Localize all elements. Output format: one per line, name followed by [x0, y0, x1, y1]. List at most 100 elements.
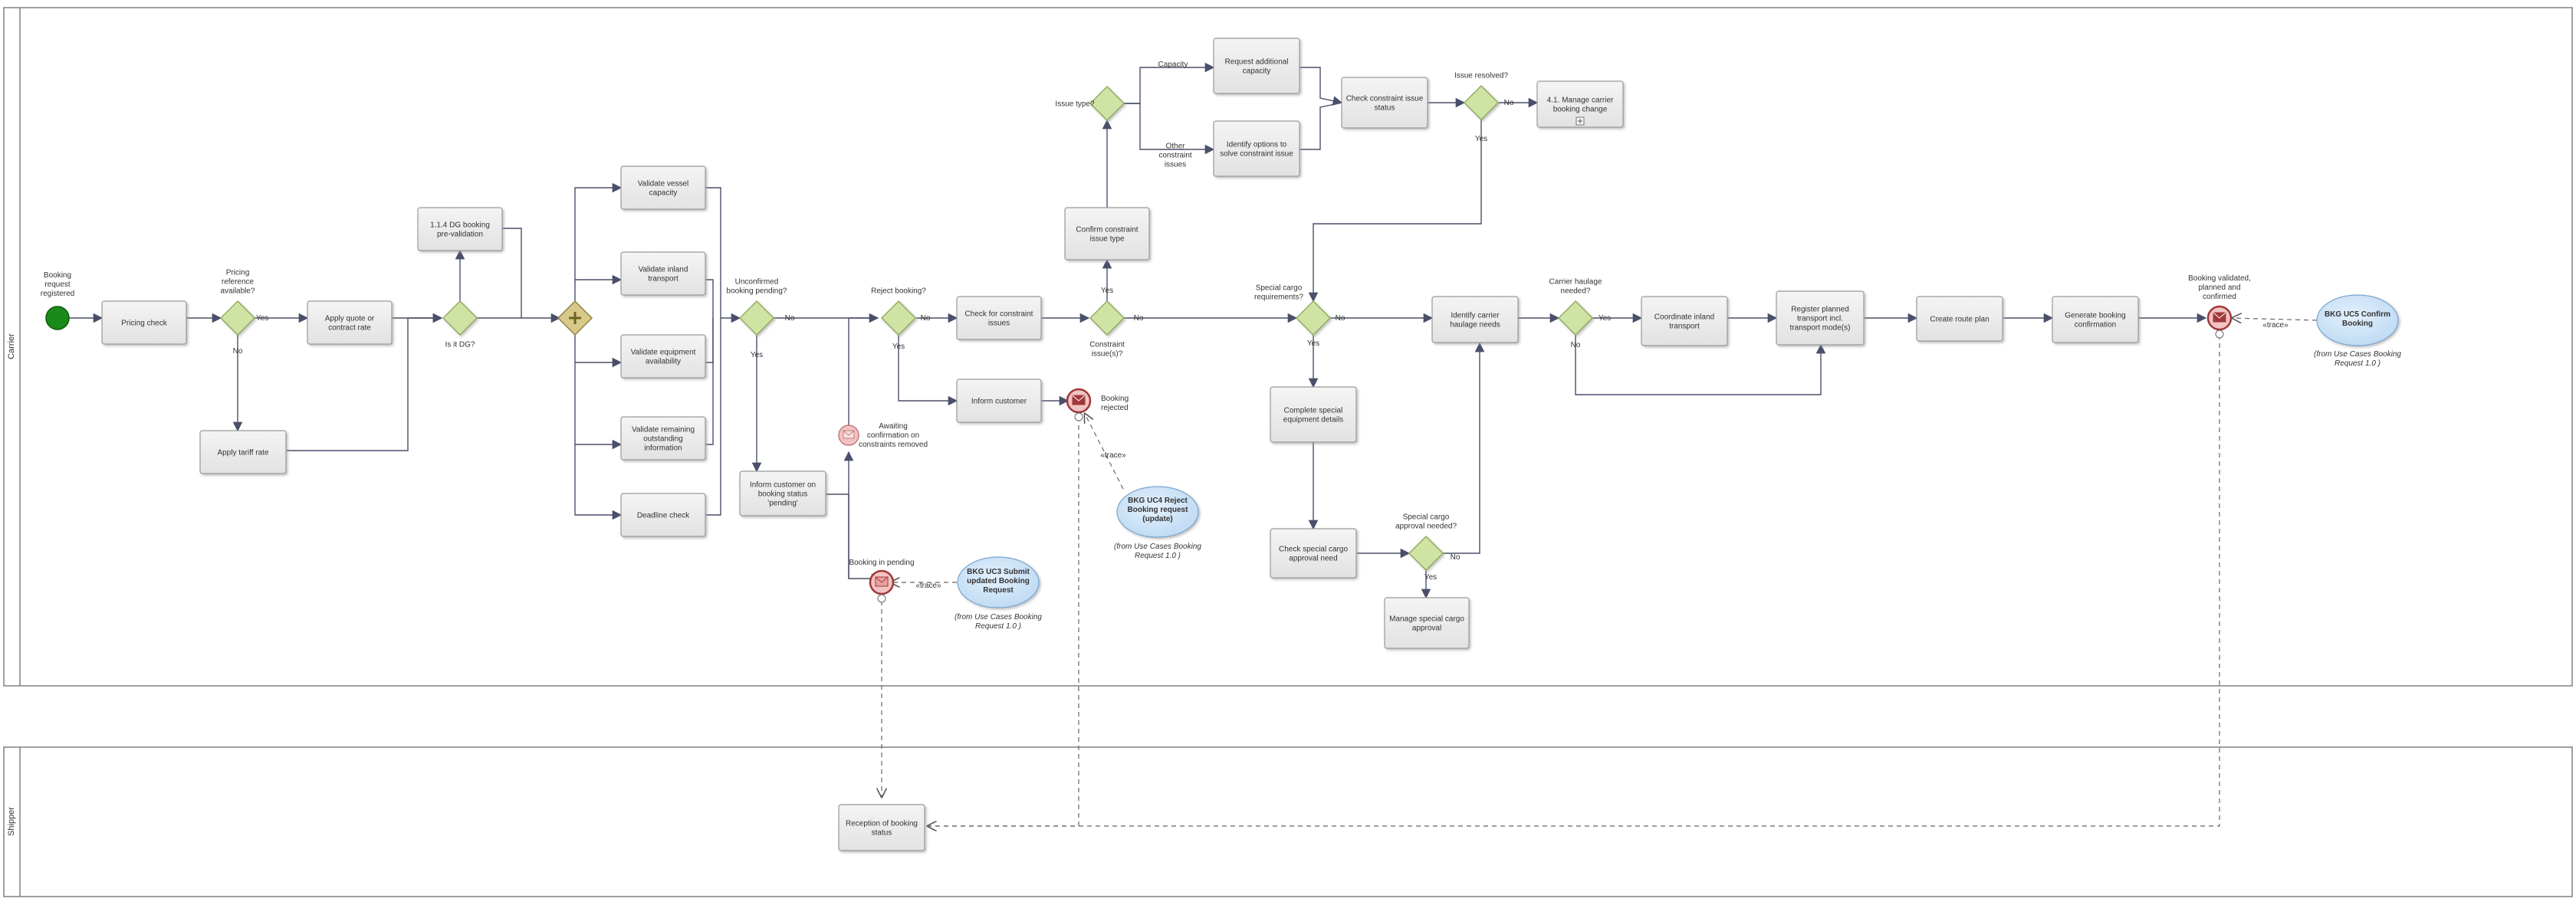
flow-label: No [233, 347, 243, 356]
flow-label: No [1134, 314, 1144, 323]
lane-carrier: Carrier [3, 7, 2573, 687]
gateway-label: Issue resolved? [1454, 72, 1508, 80]
task-label: Create route plan [1930, 316, 1989, 324]
flow-label: Yes [1101, 287, 1113, 295]
lane-shipper: Shipper [3, 746, 2573, 897]
flow-label: Yes [751, 351, 763, 359]
flow-label: Yes [892, 343, 905, 351]
message-flows [882, 318, 2318, 826]
gateway-is-dg: Is it DG? [442, 300, 478, 349]
pending-label: Booking in pending [849, 559, 914, 567]
flow-label: «trace» [2262, 321, 2288, 330]
flow-label: Yes [1598, 314, 1611, 323]
flow-label: Capacity [1158, 61, 1188, 69]
flow-label: Yes [1307, 339, 1319, 348]
gateway-issue-resolved: Issue resolved? [1454, 72, 1508, 120]
task-apply-tariff: Apply tariff rate [199, 430, 287, 474]
gateway-issue-type: Issue type? [1055, 86, 1125, 121]
task-create-route: Create route plan [1916, 296, 2003, 342]
flow-label: «trace» [1100, 451, 1126, 460]
task-deadline-check: Deadline check [620, 493, 706, 537]
flow-label: Yes [256, 314, 268, 323]
flow-label: No [1571, 341, 1581, 349]
lane-shipper-label: Shipper [7, 807, 16, 836]
task-label: Deadline check [637, 512, 690, 520]
flow-label: Yes [1475, 135, 1487, 143]
gateway-label: Is it DG? [445, 341, 475, 349]
flow-labels: YesNoNoYesNoYesNoYesNoYesNoYesYesNoNoYes… [233, 61, 2289, 590]
flow-label: No [921, 314, 931, 323]
flow-label: No [785, 314, 795, 323]
gateway-reject: Reject booking? [871, 287, 926, 336]
flow-label: No [1336, 314, 1346, 323]
task-label: Pricing check [121, 320, 167, 328]
gateway-label: Issue type? [1055, 100, 1095, 109]
task-label: Apply tariff rate [217, 449, 269, 457]
task-pricing-check: Pricing check [101, 300, 187, 345]
task-inform-customer: Inform customer [956, 379, 1042, 423]
flow-label: «trace» [915, 582, 941, 590]
